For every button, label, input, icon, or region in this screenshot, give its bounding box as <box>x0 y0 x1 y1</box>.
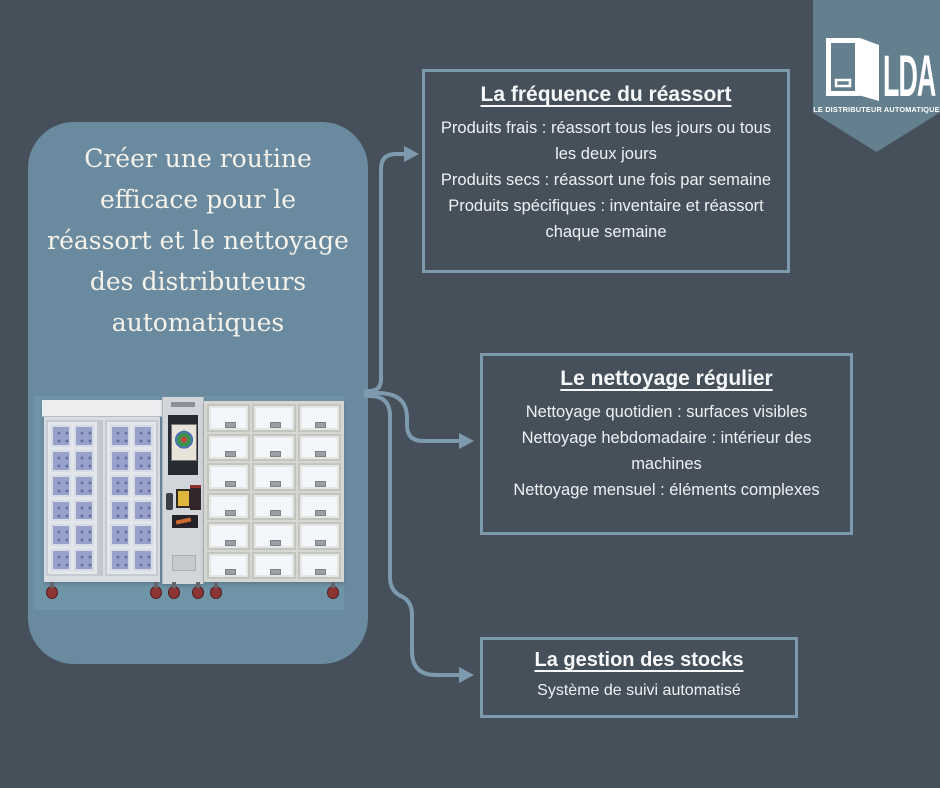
fridge-door-hinge <box>99 420 103 576</box>
yellow-button <box>176 489 191 508</box>
caster-wheel <box>46 582 58 599</box>
caster-wheel <box>168 582 180 599</box>
main-topic-card: Créer une routine efficace pour le réass… <box>28 122 368 664</box>
locker-section <box>204 401 344 582</box>
logo-tagline: LE DISTRIBUTEUR AUTOMATIQUE <box>813 105 939 114</box>
arrowhead-stocks <box>459 667 474 683</box>
caster-wheel <box>210 582 222 599</box>
box-item: Produits secs : réassort une fois par se… <box>440 171 772 189</box>
box-item: Système de suivi automatisé <box>537 682 741 699</box>
caster-wheel <box>327 582 339 599</box>
box-item: Nettoyage quotidien : surfaces visibles <box>525 403 808 421</box>
connector-to-nettoyage <box>364 391 462 443</box>
box-title-stocks: La gestion des stocks <box>534 649 744 671</box>
box-item: Produits frais : réassort tous les jours… <box>440 119 772 163</box>
connector-to-stocks <box>364 394 462 677</box>
box-title-nettoyage: Le nettoyage régulier <box>560 367 773 390</box>
box-title-frequence: La fréquence du réassort <box>480 83 732 106</box>
connector-to-frequence <box>364 152 408 393</box>
screen-poster <box>171 424 197 461</box>
info-box-frequence: La fréquence du réassort Produits frais … <box>422 69 790 273</box>
coin-slot <box>172 515 198 528</box>
caster-wheel <box>192 582 204 599</box>
vending-machine-icon <box>826 38 879 101</box>
machine-screen <box>168 415 198 475</box>
arrowhead-nettoyage <box>459 433 474 449</box>
fridge-door-right <box>105 420 158 576</box>
box-item: Nettoyage hebdomadaire : intérieur des m… <box>521 429 812 473</box>
main-title: Créer une routine efficace pour le réass… <box>47 144 349 337</box>
brand-badge: LDA LE DISTRIBUTEUR AUTOMATIQUE <box>813 0 940 152</box>
handset <box>166 493 173 510</box>
info-box-nettoyage: Le nettoyage régulier Nettoyage quotidie… <box>480 353 853 535</box>
column-label <box>171 402 195 407</box>
vent <box>172 555 196 571</box>
fridge-section <box>42 400 162 582</box>
control-column <box>162 397 204 584</box>
caster-wheel <box>150 582 162 599</box>
arrowhead-frequence <box>404 146 419 162</box>
lda-logo: LDA LE DISTRIBUTEUR AUTOMATIQUE <box>813 38 940 114</box>
fridge-top-panel <box>42 400 162 417</box>
box-item: Produits spécifiques : inventaire et réa… <box>448 197 764 241</box>
card-reader <box>190 485 201 510</box>
info-box-stocks: La gestion des stocks Système de suivi a… <box>480 637 798 718</box>
fridge-door-left <box>46 420 99 576</box>
vending-machines-photo <box>34 396 344 610</box>
logo-acronym: LDA <box>883 43 936 109</box>
box-item: Nettoyage mensuel : éléments complexes <box>513 481 820 499</box>
